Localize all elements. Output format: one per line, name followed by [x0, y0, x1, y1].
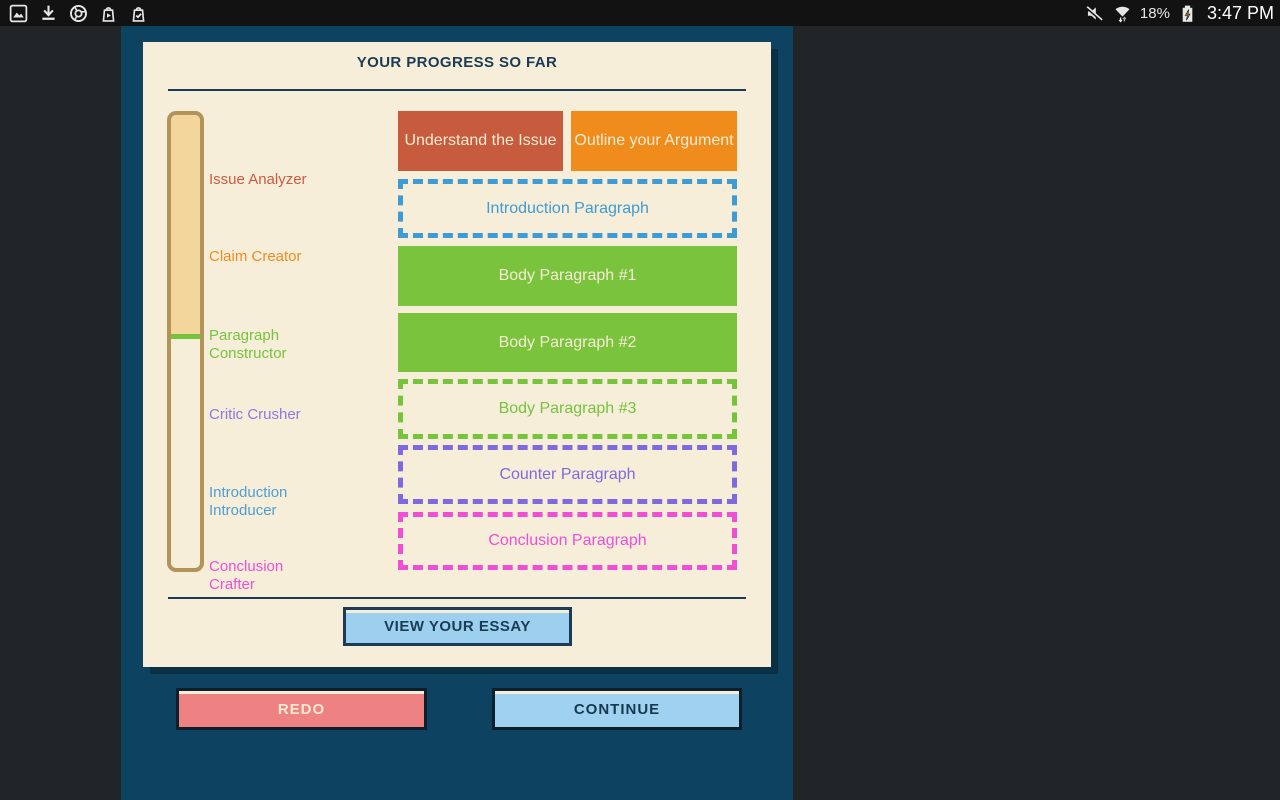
stage-label-critic-crusher: Critic Crusher: [209, 406, 301, 423]
bag-check-icon: [132, 6, 145, 22]
play-store-icon: [102, 6, 115, 22]
page-title: YOUR PROGRESS SO FAR: [356, 54, 558, 71]
block-outline-your-argument[interactable]: Outline your Argument: [571, 111, 737, 171]
block-introduction-paragraph[interactable]: Introduction Paragraph: [398, 179, 737, 238]
stage-label-claim-creator: Claim Creator: [209, 248, 302, 265]
download-icon: [42, 5, 55, 20]
redo-button[interactable]: REDO: [176, 688, 427, 730]
battery-charging-icon: [1182, 5, 1193, 22]
block-conclusion-paragraph[interactable]: Conclusion Paragraph: [398, 512, 737, 570]
bottom-divider: [168, 597, 746, 599]
mute-icon: [1085, 5, 1103, 22]
status-bar[interactable]: 18% 3:47 PM: [0, 0, 1280, 26]
stage-label-introduction-introducer: Introduction Introducer: [209, 484, 288, 519]
view-your-essay-button[interactable]: VIEW YOUR ESSAY: [343, 607, 572, 646]
progress-track-fill: [171, 115, 200, 339]
gallery-icon: [9, 4, 28, 22]
block-counter-paragraph[interactable]: Counter Paragraph: [398, 445, 737, 504]
progress-track: [167, 111, 204, 572]
block-body-paragraph-1[interactable]: Body Paragraph #1: [398, 246, 737, 306]
progress-card: YOUR PROGRESS SO FAR Issue Analyzer Clai…: [143, 42, 771, 667]
notification-icons: [0, 0, 149, 26]
wifi-icon: [1115, 6, 1130, 23]
stage-label-paragraph-constructor: Paragraph Constructor: [209, 327, 287, 362]
continue-button[interactable]: CONTINUE: [492, 688, 742, 730]
block-understand-the-issue[interactable]: Understand the Issue: [398, 111, 563, 171]
system-status-icons: 18% 3:47 PM: [1084, 0, 1280, 26]
top-divider: [168, 89, 746, 91]
clock: 3:47 PM: [1206, 2, 1274, 23]
block-body-paragraph-3[interactable]: Body Paragraph #3: [398, 379, 737, 439]
battery-percent: 18%: [1139, 4, 1170, 22]
chrome-icon: [70, 4, 87, 22]
stage-label-issue-analyzer: Issue Analyzer: [209, 171, 307, 188]
block-body-paragraph-2[interactable]: Body Paragraph #2: [398, 313, 737, 372]
stage-label-conclusion-crafter: Conclusion Crafter: [209, 558, 284, 593]
